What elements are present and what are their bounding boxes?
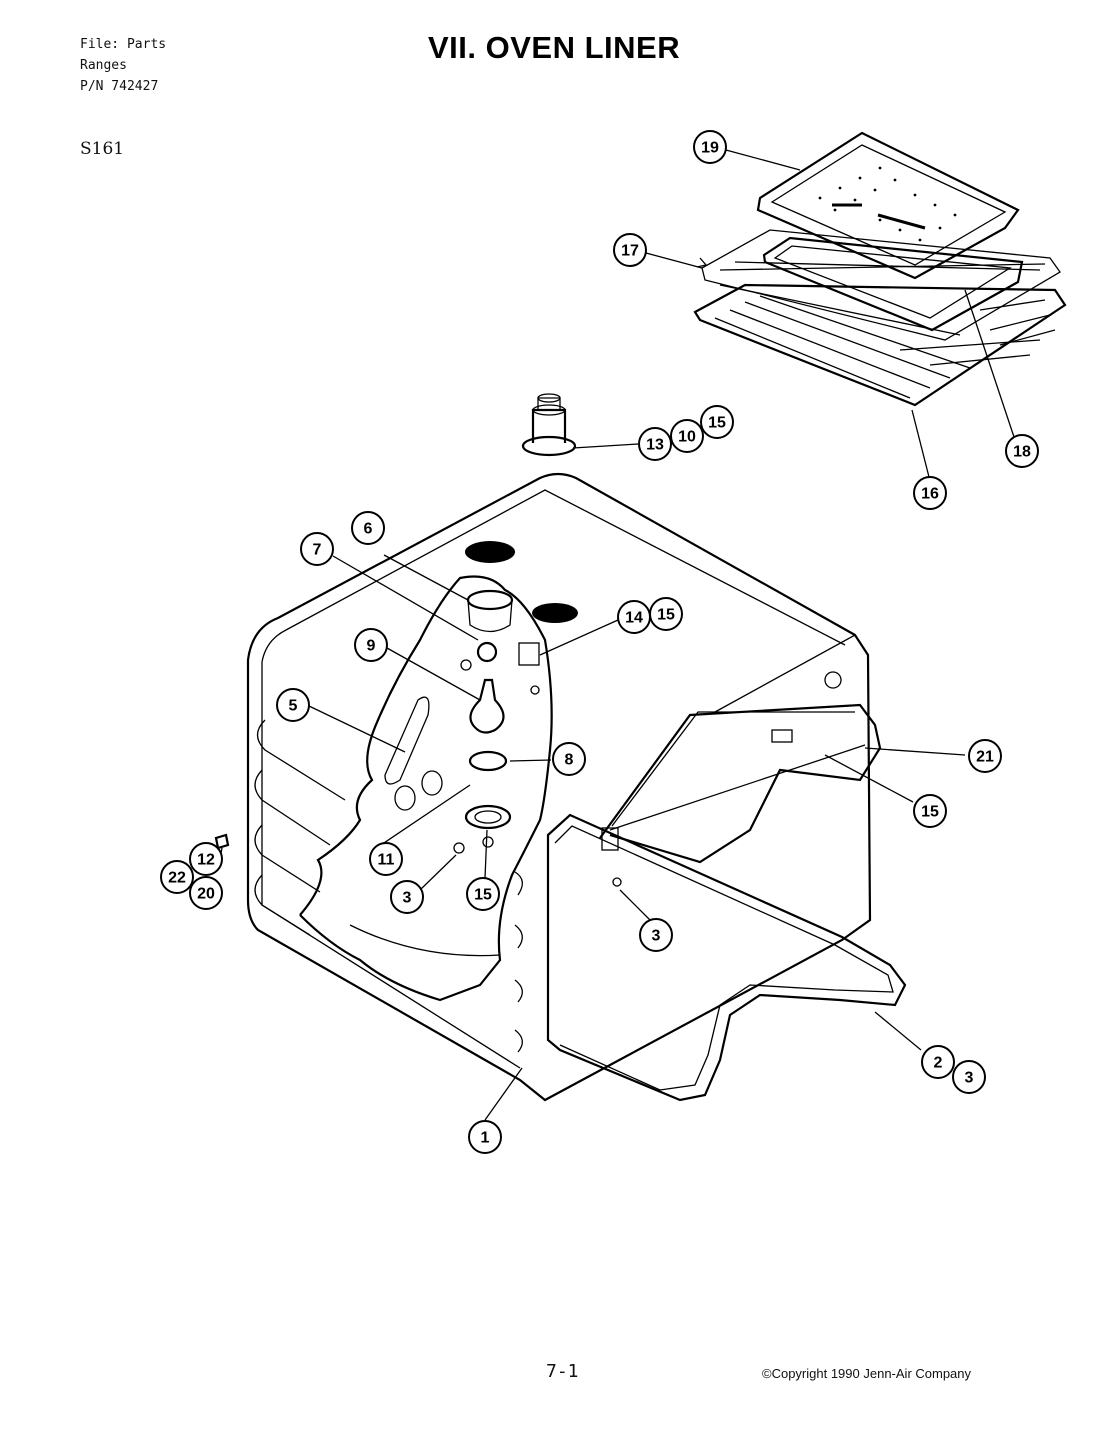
- callout-21-label: 21: [976, 749, 994, 766]
- callout-2-label: 2: [934, 1055, 943, 1072]
- callout-15-top-label: 15: [708, 415, 726, 432]
- callout-18: 18: [1005, 434, 1039, 468]
- callout-10-label: 10: [678, 429, 696, 446]
- file-line: File: Parts: [80, 37, 167, 52]
- callout-14-label: 14: [625, 610, 643, 627]
- callout-15-broil-label: 15: [921, 804, 939, 821]
- callout-12: 12: [189, 842, 223, 876]
- callout-8-label: 8: [565, 752, 574, 769]
- part-number-line: P/N 742427: [80, 79, 159, 94]
- callout-15-socket: 15: [649, 597, 683, 631]
- callout-11: 11: [369, 842, 403, 876]
- model-number: S161: [80, 139, 125, 159]
- page-number: 7-1: [546, 1361, 579, 1382]
- callout-20-label: 20: [197, 886, 215, 903]
- callout-15-top: 15: [700, 405, 734, 439]
- callout-12-label: 12: [197, 852, 215, 869]
- callout-18-label: 18: [1013, 444, 1031, 461]
- callout-22: 22: [160, 860, 194, 894]
- callout-3-broil: 3: [639, 918, 673, 952]
- callout-9: 9: [354, 628, 388, 662]
- broiler-pan: [762, 236, 1024, 332]
- callout-1-label: 1: [481, 1130, 490, 1147]
- callout-13-label: 13: [646, 437, 664, 454]
- callout-3-lens-label: 3: [403, 890, 412, 907]
- callout-15-lens-label: 15: [474, 887, 492, 904]
- callout-3-bake: 3: [952, 1060, 986, 1094]
- shield-bracket: [384, 642, 540, 854]
- broil-element: [599, 703, 882, 887]
- oven-liner-body: [246, 472, 872, 1102]
- light-housing: [460, 589, 514, 671]
- callout-14: 14: [617, 600, 651, 634]
- callout-3-broil-label: 3: [652, 928, 661, 945]
- oven-rack-lower: [693, 283, 1067, 407]
- page-title: VII. OVEN LINER: [428, 30, 681, 65]
- callout-21: 21: [968, 739, 1002, 773]
- callout-10: 10: [670, 419, 704, 453]
- callout-9-label: 9: [367, 638, 376, 655]
- light-bulb: [469, 678, 505, 734]
- callout-15-socket-label: 15: [657, 607, 675, 624]
- light-lens: [464, 750, 512, 848]
- callout-17-label: 17: [621, 243, 639, 260]
- callout-20: 20: [189, 876, 223, 910]
- callout-7-label: 7: [313, 542, 322, 559]
- callout-13: 13: [638, 427, 672, 461]
- callout-15-broil: 15: [913, 794, 947, 828]
- copyright-notice: ©Copyright 1990 Jenn-Air Company: [762, 1366, 972, 1381]
- callout-2: 2: [921, 1045, 955, 1079]
- callout-5-label: 5: [289, 698, 298, 715]
- callout-3-lens: 3: [390, 880, 424, 914]
- callout-16-label: 16: [921, 486, 939, 503]
- callout-17: 17: [613, 233, 647, 267]
- bake-element: [546, 813, 907, 1102]
- category-line: Ranges: [80, 58, 127, 73]
- broiler-pan-insert: [756, 131, 1020, 280]
- leader-lines: [206, 149, 1017, 1121]
- callout-6-label: 6: [364, 521, 373, 538]
- oven-light-socket: [521, 393, 577, 457]
- callout-15-lens: 15: [466, 877, 500, 911]
- callout-22-label: 22: [168, 870, 186, 887]
- callout-6: 6: [351, 511, 385, 545]
- callout-5: 5: [276, 688, 310, 722]
- oven-rack-upper: [701, 229, 1061, 341]
- callout-3-bake-label: 3: [965, 1070, 974, 1087]
- callout-19-label: 19: [701, 140, 719, 157]
- callout-16: 16: [913, 476, 947, 510]
- file-info: File: Parts Ranges P/N 742427: [80, 34, 166, 97]
- callout-19: 19: [693, 130, 727, 164]
- callout-11-label: 11: [378, 852, 395, 869]
- callout-8: 8: [552, 742, 586, 776]
- callout-7: 7: [300, 532, 334, 566]
- callout-1: 1: [468, 1120, 502, 1154]
